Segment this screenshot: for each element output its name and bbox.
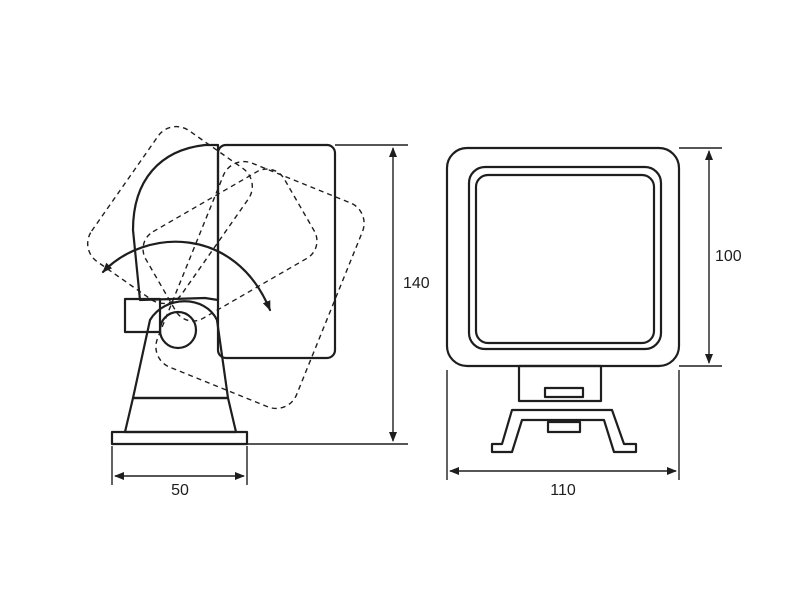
lamp-housing-front xyxy=(216,143,337,360)
ghost-outline-forward xyxy=(155,160,365,410)
front-bracket-slot xyxy=(543,386,585,399)
mount-base-plate xyxy=(110,430,249,446)
front-foot xyxy=(490,408,638,454)
mount-arm xyxy=(131,300,230,400)
front-height-dimension-label: 100 xyxy=(715,248,742,265)
front-housing-outer xyxy=(445,146,681,368)
rotation-arrow xyxy=(101,240,272,312)
height-dimension-label: 140 xyxy=(403,275,430,292)
front-view: 100 110 xyxy=(445,146,742,499)
front-bracket xyxy=(517,364,603,403)
front-width-dimension-label: 110 xyxy=(550,482,576,499)
front-lens xyxy=(474,173,656,345)
pivot-knob xyxy=(158,310,198,350)
front-lens-bezel xyxy=(467,165,663,351)
mount-foot xyxy=(123,396,238,434)
ghost-outline-back xyxy=(87,125,253,305)
lamp-housing-rear xyxy=(131,143,220,302)
front-foot-pad xyxy=(546,420,582,434)
side-view: 140 50 xyxy=(87,125,430,499)
mount-bracket xyxy=(123,297,162,334)
base-width-dimension-label: 50 xyxy=(171,482,189,499)
